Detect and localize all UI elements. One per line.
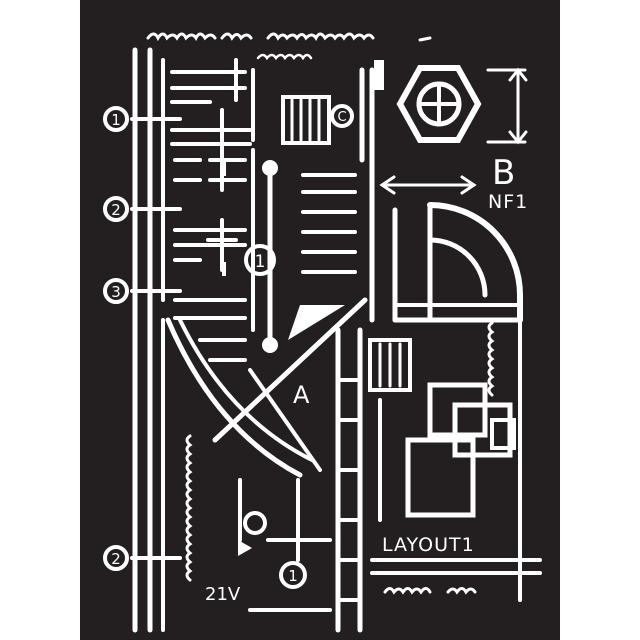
marker-circle-bottom [103, 545, 129, 571]
stencil-solids [222, 60, 384, 556]
triangle-wedge [288, 305, 345, 340]
circle-bottom-left [243, 511, 267, 535]
handwriting-right [487, 321, 495, 397]
interlock-square-3 [405, 437, 476, 518]
voltage-label: 21V [205, 584, 241, 605]
small-c-circle [330, 104, 354, 128]
circle-mid [244, 244, 276, 276]
small-c-label: C [337, 110, 346, 125]
center-ladder [301, 173, 362, 602]
lever-knob-top [262, 160, 278, 176]
arrow-pointer [238, 540, 252, 556]
stencil-labels: 1 2 3 2 1 1 C B NF1 A LAYOUT1 21V [111, 110, 528, 605]
circle-mid-label: 1 [255, 252, 266, 272]
handwriting-second [256, 53, 313, 61]
elbow-pipe-outer [427, 202, 523, 323]
radiator-fins-lower [378, 342, 402, 388]
handwriting-left [185, 434, 193, 582]
sweep-curve-outer [165, 317, 303, 478]
stencil-cutouts [130, 32, 542, 633]
radiator-block [281, 95, 331, 145]
letter-b: B [492, 153, 515, 193]
circled-markers [103, 104, 354, 589]
marker-label-1: 1 [111, 111, 121, 129]
pipe-fitting [374, 60, 384, 90]
sweep-curve-inner [178, 318, 314, 462]
marker-circle-3 [103, 278, 129, 304]
handwriting-bottom [383, 587, 477, 595]
diagonal-cross-1 [212, 297, 368, 443]
hex-nut [396, 65, 482, 143]
marker-label-2: 2 [111, 201, 121, 219]
radiator-block-lower [368, 338, 412, 392]
small-bracket [490, 418, 516, 450]
radiator-fins [290, 98, 321, 142]
interlock-square-2 [452, 402, 513, 458]
marker-label-bottom: 2 [111, 550, 121, 568]
elbow-pipe-inner [427, 237, 488, 298]
circle-low-label: 1 [288, 567, 298, 585]
handwriting-top [146, 32, 432, 42]
lever-knob-bottom [262, 337, 278, 353]
diagonal-cross-2 [248, 368, 322, 472]
nf1-label: NF1 [488, 191, 528, 213]
circle-low [279, 561, 307, 589]
left-ladder [170, 58, 255, 362]
marker-label-3: 3 [111, 283, 121, 301]
marker-circle-1 [103, 106, 129, 132]
marker-circle-2 [103, 196, 129, 222]
layout1-label: LAYOUT1 [382, 534, 475, 556]
letter-a: A [293, 381, 310, 409]
